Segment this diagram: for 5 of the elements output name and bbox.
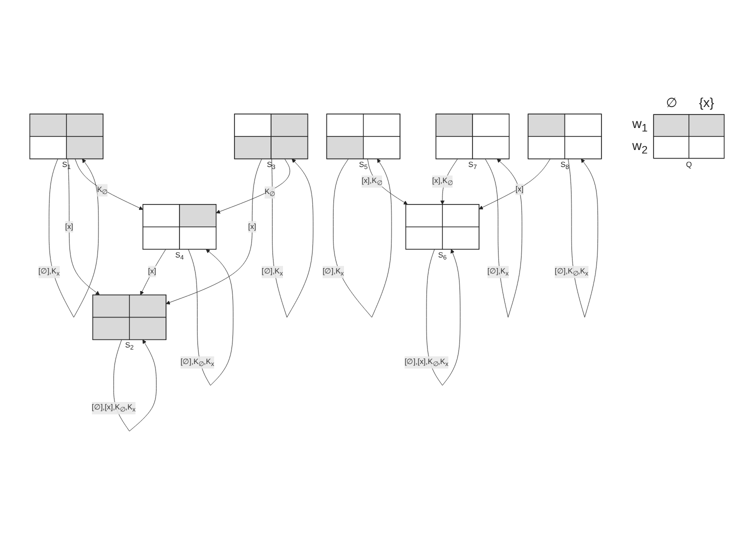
arrow — [484, 158, 522, 318]
row-heading: w$_{2}$ — [632, 138, 648, 156]
column-heading: {x} — [698, 94, 714, 110]
column-heading: ∅ — [666, 94, 677, 110]
row-heading: w$_{1}$ — [632, 116, 648, 134]
